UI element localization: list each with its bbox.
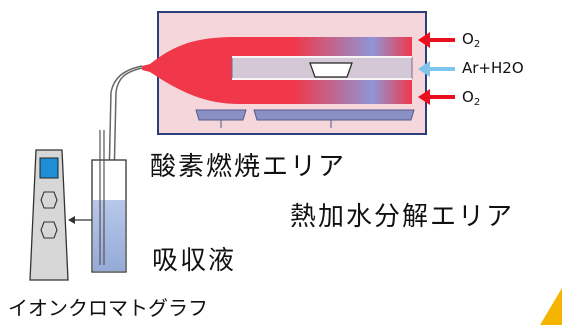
heater-block-left — [195, 109, 247, 121]
heater-block-right — [253, 109, 415, 121]
absorption-liquid — [93, 200, 125, 271]
o2-top-arrow-icon — [418, 32, 455, 48]
ar-h2o-label: Ar+H2O — [462, 59, 524, 77]
tube-neck — [142, 64, 150, 72]
ion-chromatograph-icon — [29, 149, 69, 281]
ion-chromatograph-label: イオンクロマトグラフ — [8, 296, 208, 320]
o2-bottom-label: O2 — [462, 88, 481, 108]
pyrohydrolysis-area-label: 熱加水分解エリア — [290, 202, 515, 232]
o2-bottom-arrow-icon — [418, 89, 455, 105]
transfer-arrow-icon — [68, 216, 92, 224]
combustion-tube-outer — [150, 37, 412, 104]
o2-top-label: O2 — [462, 30, 481, 50]
ar-h2o-arrow-icon — [418, 61, 455, 77]
transfer-tube — [111, 67, 143, 269]
sample-boat — [309, 62, 353, 78]
absorbing-solution-label: 吸収液 — [152, 246, 237, 276]
oxygen-combustion-area-label: 酸素燃焼エリア — [150, 152, 347, 182]
corner-accent — [540, 288, 562, 325]
